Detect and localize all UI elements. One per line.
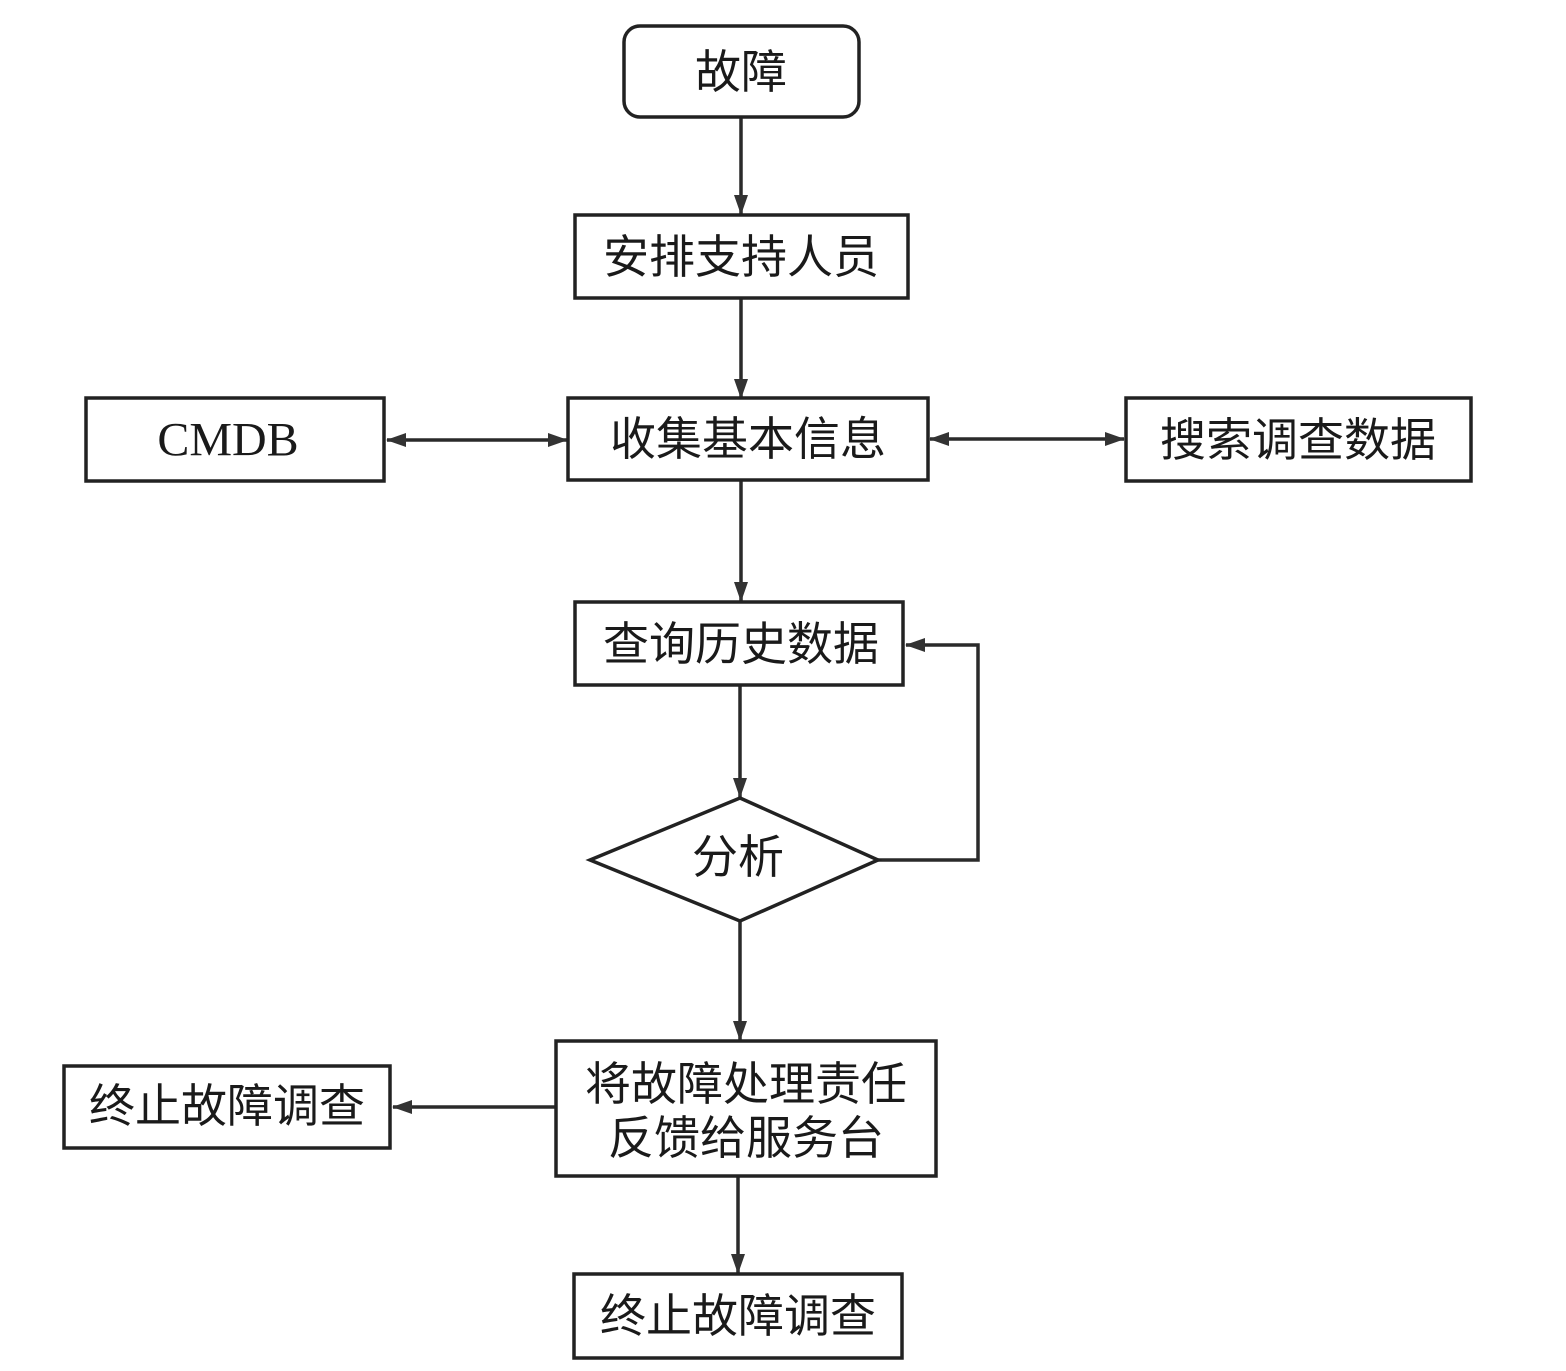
node-cmdb-label: CMDB — [157, 414, 298, 467]
node-stop-left-label: 终止故障调查 — [89, 1079, 365, 1133]
node-feedback: 将故障处理责任 反馈给服务台 — [554, 1039, 938, 1178]
node-stop-bottom-label: 终止故障调查 — [600, 1289, 876, 1343]
node-feedback-label-line2: 反馈给服务台 — [608, 1111, 884, 1165]
node-history-label: 查询历史数据 — [603, 617, 879, 671]
node-analyze-label: 分析 — [692, 830, 784, 884]
node-search: 搜索调查数据 — [1124, 396, 1473, 483]
node-collect-label: 收集基本信息 — [610, 412, 886, 466]
node-assign: 安排支持人员 — [573, 213, 910, 300]
node-fault: 故障 — [622, 24, 861, 119]
node-analyze: 分析 — [585, 796, 883, 923]
node-stop-left: 终止故障调查 — [62, 1064, 392, 1150]
node-search-label: 搜索调查数据 — [1160, 413, 1436, 467]
edges — [386, 118, 1125, 1274]
node-feedback-label-line1: 将故障处理责任 — [585, 1057, 907, 1111]
node-collect: 收集基本信息 — [566, 396, 930, 482]
node-cmdb: CMDB — [84, 396, 386, 483]
node-stop-bottom: 终止故障调查 — [572, 1272, 904, 1360]
node-fault-label: 故障 — [695, 45, 787, 99]
node-history: 查询历史数据 — [573, 600, 905, 687]
node-assign-label: 安排支持人员 — [603, 230, 879, 284]
edge-analyze-loop-to-history — [878, 638, 980, 862]
